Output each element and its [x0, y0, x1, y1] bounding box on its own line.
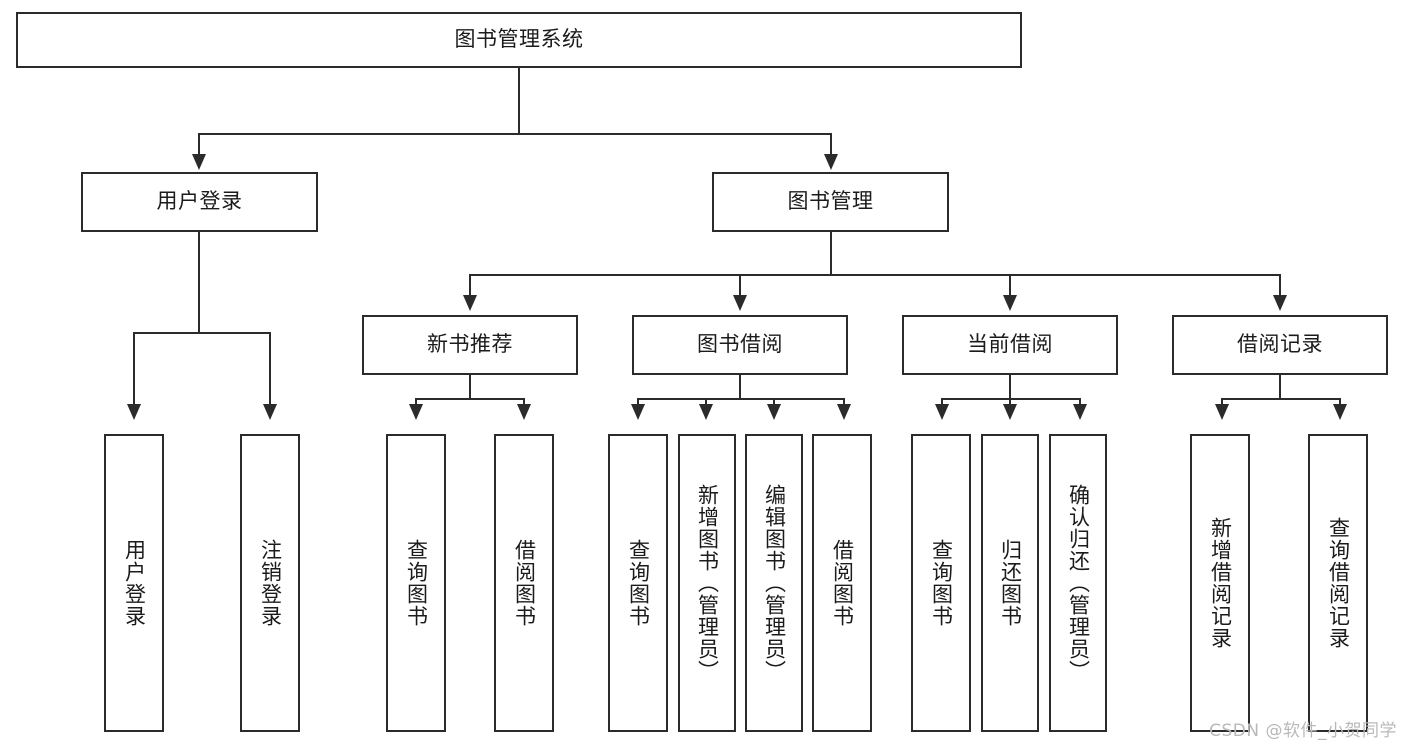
leaf-user-login-login[interactable]: 用户登录 — [104, 434, 164, 732]
leaf-current-borrow-confirm-return[interactable]: 确认归还（管理员） — [1049, 434, 1107, 732]
edge-book-borrow-drop-3 — [773, 398, 775, 406]
node-label: 图书管理系统 — [454, 27, 584, 52]
edge-book-borrow-drop-1 — [637, 398, 639, 406]
node-label: 图书借阅 — [697, 332, 783, 357]
edge-book-borrow-drop-2 — [705, 398, 707, 406]
leaf-borrow-record-query-record[interactable]: 查询借阅记录 — [1308, 434, 1368, 732]
edge-new-book-drop-2 — [523, 398, 525, 406]
arrowhead-root-to-user-login — [192, 154, 206, 170]
node-label: 新书推荐 — [427, 332, 513, 357]
arrowhead-book-manage-child-3 — [1003, 295, 1017, 311]
node-user-login[interactable]: 用户登录 — [81, 172, 318, 232]
edge-book-manage-bus — [469, 274, 1281, 276]
node-label: 查询图书 — [929, 539, 954, 627]
edge-current-borrow-drop-2 — [1009, 398, 1011, 406]
node-label: 新增图书（管理员） — [695, 484, 720, 682]
node-label: 当前借阅 — [967, 332, 1053, 357]
arrowhead-current-borrow-leaf-1 — [935, 404, 949, 420]
leaf-new-book-borrow-book[interactable]: 借阅图书 — [494, 434, 554, 732]
node-label: 图书管理 — [787, 189, 874, 214]
edge-book-manage-stem — [830, 232, 832, 275]
node-current-borrow[interactable]: 当前借阅 — [902, 315, 1118, 375]
node-label: 归还图书 — [998, 539, 1023, 627]
leaf-user-login-logout[interactable]: 注销登录 — [240, 434, 300, 732]
node-label: 查询图书 — [626, 539, 651, 627]
edge-current-borrow-drop-1 — [941, 398, 943, 406]
node-label: 查询借阅记录 — [1326, 517, 1351, 649]
node-new-book-recommend[interactable]: 新书推荐 — [362, 315, 578, 375]
arrowhead-user-login-leaf-1 — [127, 404, 141, 420]
node-book-borrow[interactable]: 图书借阅 — [632, 315, 848, 375]
arrowhead-borrow-record-leaf-1 — [1215, 404, 1229, 420]
edge-user-login-bus — [133, 332, 270, 334]
edge-borrow-record-drop-1 — [1221, 398, 1223, 406]
edge-borrow-record-drop-2 — [1339, 398, 1341, 406]
edge-book-manage-drop-1 — [469, 274, 471, 297]
node-root-system[interactable]: 图书管理系统 — [16, 12, 1022, 68]
edge-root-stem — [518, 68, 520, 134]
edge-new-book-drop-1 — [415, 398, 417, 406]
arrowhead-book-manage-child-1 — [463, 295, 477, 311]
edge-book-manage-drop-2 — [739, 274, 741, 297]
arrowhead-borrow-record-leaf-2 — [1333, 404, 1347, 420]
node-label: 借阅图书 — [830, 539, 855, 627]
arrowhead-current-borrow-leaf-2 — [1003, 404, 1017, 420]
node-label: 借阅图书 — [512, 539, 537, 627]
edge-root-bus — [198, 133, 832, 135]
edge-book-manage-drop-4 — [1279, 274, 1281, 297]
node-label: 用户登录 — [122, 539, 147, 627]
node-label: 新增借阅记录 — [1208, 517, 1233, 649]
leaf-current-borrow-return-book[interactable]: 归还图书 — [981, 434, 1039, 732]
edge-book-borrow-drop-4 — [843, 398, 845, 406]
edge-root-to-book-manage — [830, 133, 832, 156]
edge-current-borrow-bus — [941, 398, 1081, 400]
arrowhead-current-borrow-leaf-3 — [1073, 404, 1087, 420]
node-label: 用户登录 — [156, 189, 243, 214]
edge-current-borrow-stem — [1009, 375, 1011, 399]
leaf-book-borrow-add-book[interactable]: 新增图书（管理员） — [678, 434, 736, 732]
edge-user-login-stem — [198, 232, 200, 333]
edge-user-login-drop-1 — [133, 332, 135, 406]
arrowhead-book-manage-child-2 — [733, 295, 747, 311]
leaf-current-borrow-query-book[interactable]: 查询图书 — [911, 434, 971, 732]
arrowhead-new-book-leaf-1 — [409, 404, 423, 420]
edge-book-borrow-bus — [637, 398, 845, 400]
arrowhead-book-borrow-leaf-3 — [767, 404, 781, 420]
leaf-book-borrow-edit-book[interactable]: 编辑图书（管理员） — [745, 434, 803, 732]
node-label: 确认归还（管理员） — [1066, 484, 1091, 682]
arrowhead-root-to-book-manage — [824, 154, 838, 170]
edge-borrow-record-bus — [1221, 398, 1341, 400]
node-label: 查询图书 — [404, 539, 429, 627]
arrowhead-book-borrow-leaf-2 — [699, 404, 713, 420]
node-label: 编辑图书（管理员） — [762, 484, 787, 682]
arrowhead-user-login-leaf-2 — [263, 404, 277, 420]
node-book-manage[interactable]: 图书管理 — [712, 172, 949, 232]
node-borrow-record[interactable]: 借阅记录 — [1172, 315, 1388, 375]
arrowhead-book-borrow-leaf-4 — [837, 404, 851, 420]
arrowhead-new-book-leaf-2 — [517, 404, 531, 420]
edge-new-book-stem — [469, 375, 471, 399]
edge-borrow-record-stem — [1279, 375, 1281, 399]
edge-root-to-user-login — [198, 133, 200, 156]
leaf-borrow-record-add-record[interactable]: 新增借阅记录 — [1190, 434, 1250, 732]
leaf-book-borrow-borrow-book[interactable]: 借阅图书 — [812, 434, 872, 732]
arrowhead-book-borrow-leaf-1 — [631, 404, 645, 420]
leaf-book-borrow-query-book[interactable]: 查询图书 — [608, 434, 668, 732]
edge-user-login-drop-2 — [269, 332, 271, 406]
edge-current-borrow-drop-3 — [1079, 398, 1081, 406]
edge-book-borrow-stem — [739, 375, 741, 399]
node-label: 注销登录 — [258, 539, 283, 627]
leaf-new-book-query-book[interactable]: 查询图书 — [386, 434, 446, 732]
arrowhead-book-manage-child-4 — [1273, 295, 1287, 311]
node-label: 借阅记录 — [1237, 332, 1323, 357]
edge-new-book-bus — [415, 398, 525, 400]
edge-book-manage-drop-3 — [1009, 274, 1011, 297]
